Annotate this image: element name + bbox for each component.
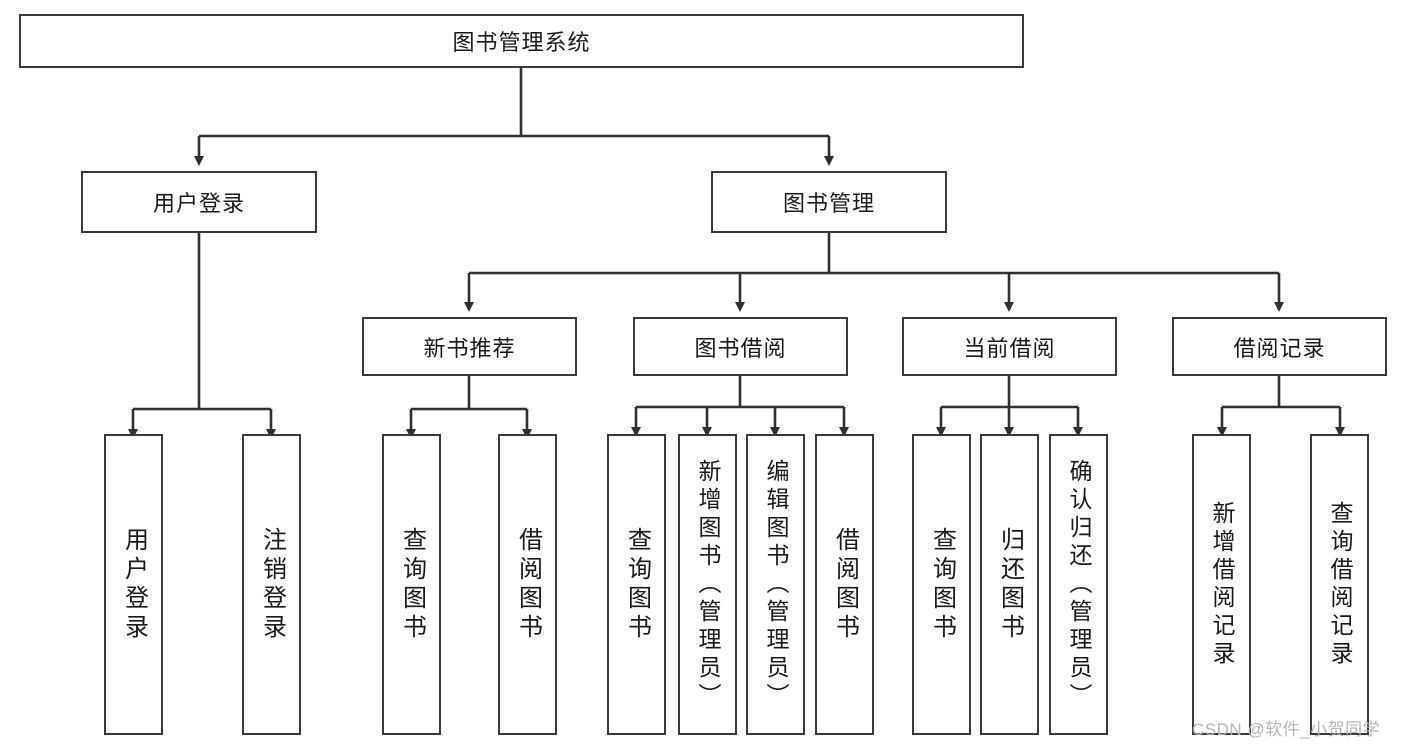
node-leaf-query-record-label: 查询借阅记录	[1327, 500, 1353, 669]
node-book-manage[interactable]: 图书管理	[711, 171, 947, 233]
node-leaf-query-book-3-label: 查询图书	[928, 526, 956, 643]
node-root[interactable]: 图书管理系统	[19, 14, 1024, 68]
node-leaf-query-book-3[interactable]: 查询图书	[912, 434, 971, 735]
node-book-borrow-label: 图书借阅	[694, 335, 787, 361]
node-book-borrow[interactable]: 图书借阅	[633, 317, 848, 376]
node-new-book-rec-label: 新书推荐	[423, 335, 516, 361]
node-leaf-add-book[interactable]: 新增图书（管理员）	[678, 434, 737, 735]
node-leaf-borrow-book-1-label: 借阅图书	[514, 526, 542, 643]
node-leaf-query-book-2-label: 查询图书	[623, 526, 651, 643]
node-leaf-query-book-2[interactable]: 查询图书	[607, 434, 666, 735]
node-borrow-record[interactable]: 借阅记录	[1172, 317, 1387, 376]
node-user-login-label: 用户登录	[152, 191, 245, 216]
node-root-label: 图书管理系统	[452, 30, 591, 55]
node-leaf-logout-label: 注销登录	[258, 526, 286, 643]
node-leaf-return-book-label: 归还图书	[996, 526, 1024, 643]
node-leaf-confirm-return-label: 确认归还（管理员）	[1066, 458, 1092, 711]
node-leaf-borrow-book-2[interactable]: 借阅图书	[815, 434, 874, 735]
node-leaf-confirm-return[interactable]: 确认归还（管理员）	[1049, 434, 1108, 735]
node-borrow-record-label: 借阅记录	[1233, 335, 1326, 361]
node-leaf-add-record-label: 新增借阅记录	[1209, 500, 1235, 669]
node-current-borrow-label: 当前借阅	[963, 335, 1056, 361]
node-leaf-query-book-1[interactable]: 查询图书	[382, 434, 441, 735]
node-user-login[interactable]: 用户登录	[81, 171, 317, 233]
node-leaf-edit-book[interactable]: 编辑图书（管理员）	[746, 434, 805, 735]
node-leaf-return-book[interactable]: 归还图书	[980, 434, 1039, 735]
node-leaf-borrow-book-2-label: 借阅图书	[831, 526, 859, 643]
node-leaf-query-book-1-label: 查询图书	[398, 526, 426, 643]
watermark-text: CSDN @软件_小贺同学	[1192, 720, 1381, 739]
node-leaf-user-login-label: 用户登录	[120, 526, 148, 643]
node-new-book-rec[interactable]: 新书推荐	[362, 317, 577, 376]
node-leaf-add-record[interactable]: 新增借阅记录	[1192, 434, 1251, 735]
node-leaf-edit-book-label: 编辑图书（管理员）	[763, 458, 789, 711]
node-leaf-borrow-book-1[interactable]: 借阅图书	[498, 434, 557, 735]
node-leaf-query-record[interactable]: 查询借阅记录	[1310, 434, 1369, 735]
node-current-borrow[interactable]: 当前借阅	[902, 317, 1117, 376]
node-leaf-logout[interactable]: 注销登录	[242, 434, 301, 735]
node-leaf-user-login[interactable]: 用户登录	[104, 434, 163, 735]
node-book-manage-label: 图书管理	[782, 191, 875, 216]
node-leaf-add-book-label: 新增图书（管理员）	[695, 458, 721, 711]
